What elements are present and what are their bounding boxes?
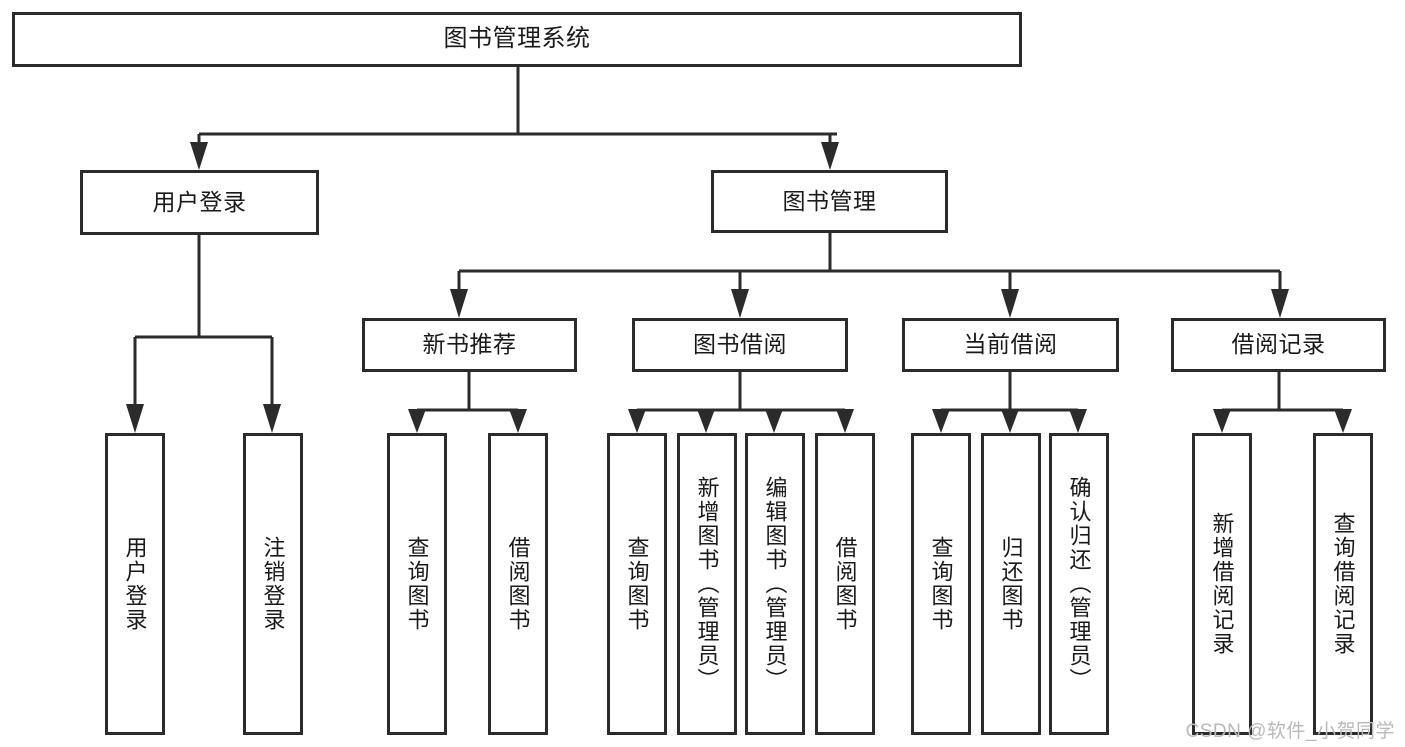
node-leaf-query-borrow-record[interactable]: 查询借阅记录 <box>1313 433 1373 735</box>
node-user-login[interactable]: 用户登录 <box>80 170 319 235</box>
arrow-current-borrow-leaf-2 <box>1001 409 1019 433</box>
arrow-book-mgmt-child-4 <box>1271 289 1289 318</box>
arrow-book-borrow-leaf-1 <box>628 409 646 433</box>
node-label: 当前借阅 <box>963 331 1058 358</box>
node-label: 确认归还（管理员） <box>1066 476 1092 692</box>
node-book-borrow[interactable]: 图书借阅 <box>632 318 848 372</box>
node-label: 查询图书 <box>404 536 430 632</box>
node-leaf-return-book[interactable]: 归还图书 <box>981 433 1041 735</box>
arrow-root-to-user-login <box>190 142 208 170</box>
node-new-book-recommend[interactable]: 新书推荐 <box>362 318 577 372</box>
node-label: 查询借阅记录 <box>1330 512 1356 656</box>
node-label: 借阅图书 <box>832 536 858 632</box>
node-leaf-query-book-recommend[interactable]: 查询图书 <box>387 433 447 735</box>
node-label: 新增图书（管理员） <box>694 476 720 692</box>
arrow-root-to-book-mgmt <box>821 142 839 170</box>
arrow-book-borrow-leaf-4 <box>836 409 854 433</box>
arrow-book-mgmt-child-3 <box>1001 289 1019 318</box>
arrow-new-book-leaf-2 <box>509 409 527 433</box>
node-leaf-add-borrow-record[interactable]: 新增借阅记录 <box>1192 433 1252 735</box>
arrow-borrow-record-leaf-1 <box>1213 409 1231 433</box>
node-label: 编辑图书（管理员） <box>762 476 788 692</box>
node-leaf-query-book-borrow[interactable]: 查询图书 <box>607 433 667 735</box>
node-leaf-logout-login[interactable]: 注销登录 <box>243 433 303 735</box>
node-label: 注销登录 <box>260 536 286 632</box>
arrow-new-book-leaf-1 <box>408 409 426 433</box>
arrow-book-mgmt-child-2 <box>731 289 749 318</box>
node-label: 用户登录 <box>152 188 247 215</box>
node-label: 新书推荐 <box>422 331 517 358</box>
node-label: 查询图书 <box>928 536 954 632</box>
arrow-user-login-child-1 <box>126 404 144 433</box>
arrow-user-login-child-2 <box>263 404 281 433</box>
node-leaf-edit-book-admin[interactable]: 编辑图书（管理员） <box>745 433 805 735</box>
node-root-book-management-system[interactable]: 图书管理系统 <box>12 12 1022 67</box>
node-book-management[interactable]: 图书管理 <box>711 170 948 233</box>
arrow-book-borrow-leaf-2 <box>697 409 715 433</box>
node-label: 用户登录 <box>122 536 148 632</box>
arrow-book-borrow-leaf-3 <box>765 409 783 433</box>
node-leaf-borrow-book-recommend[interactable]: 借阅图书 <box>488 433 548 735</box>
watermark-text: CSDN @软件_小贺同学 <box>1185 721 1395 742</box>
node-label: 图书管理系统 <box>443 25 591 53</box>
node-leaf-borrow-book[interactable]: 借阅图书 <box>815 433 875 735</box>
node-leaf-add-book-admin[interactable]: 新增图书（管理员） <box>677 433 737 735</box>
node-label: 借阅图书 <box>505 536 531 632</box>
arrow-borrow-record-leaf-2 <box>1334 409 1352 433</box>
node-label: 归还图书 <box>998 536 1024 632</box>
node-label: 新增借阅记录 <box>1209 512 1235 656</box>
arrow-current-borrow-leaf-1 <box>932 409 950 433</box>
arrow-book-mgmt-child-1 <box>450 289 468 318</box>
node-label: 查询图书 <box>624 536 650 632</box>
arrow-current-borrow-leaf-3 <box>1069 409 1087 433</box>
node-leaf-user-login[interactable]: 用户登录 <box>105 433 165 735</box>
node-label: 图书管理 <box>782 187 877 214</box>
node-leaf-query-book-current[interactable]: 查询图书 <box>911 433 971 735</box>
node-current-borrow[interactable]: 当前借阅 <box>902 318 1119 372</box>
node-borrow-record[interactable]: 借阅记录 <box>1171 318 1386 372</box>
node-label: 图书借阅 <box>693 331 787 358</box>
node-leaf-confirm-return-admin[interactable]: 确认归还（管理员） <box>1049 433 1109 735</box>
node-label: 借阅记录 <box>1231 331 1326 358</box>
